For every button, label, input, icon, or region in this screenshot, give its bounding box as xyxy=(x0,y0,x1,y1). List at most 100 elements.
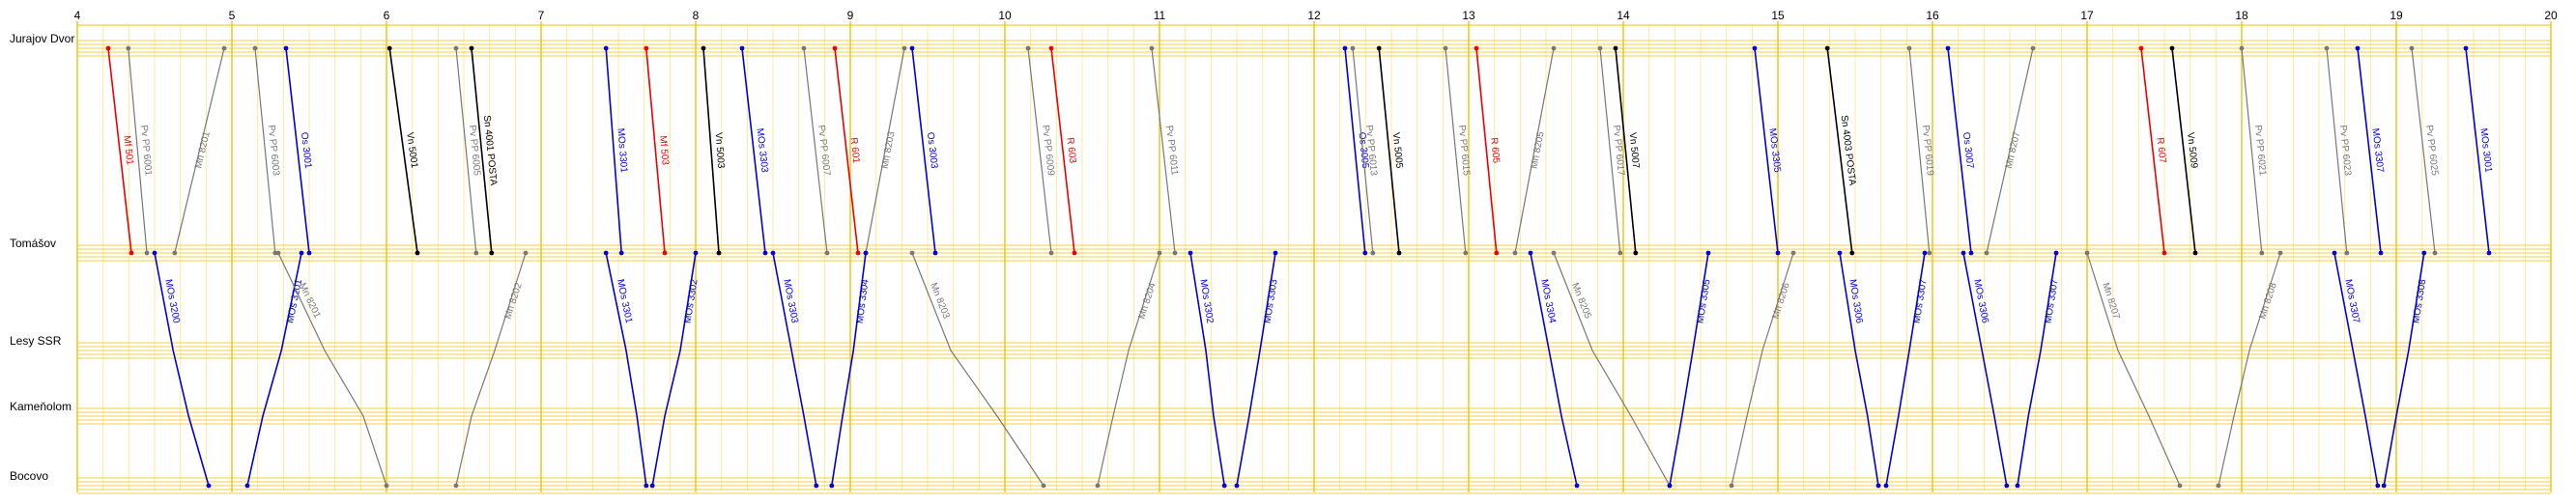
train-path xyxy=(1514,47,1555,254)
hour-tick-label: 5 xyxy=(229,9,236,22)
train-start-point xyxy=(244,483,250,489)
train-end-point xyxy=(2161,250,2167,256)
train-label: Mn 8206 xyxy=(1770,281,1791,321)
train-label: Vn 5001 xyxy=(404,131,419,169)
train-start-point xyxy=(2216,483,2221,489)
hour-tick-label: 13 xyxy=(1462,9,1475,22)
train-path xyxy=(1151,47,1176,254)
train-path xyxy=(1908,47,1931,254)
hour-tick-label: 9 xyxy=(847,9,854,22)
train-path xyxy=(605,252,647,487)
train-label: MOs 3303 xyxy=(781,278,800,324)
train-label: MOs 3304 xyxy=(855,278,872,324)
train-start-point xyxy=(1342,45,1348,51)
hour-tick-label: 18 xyxy=(2235,9,2248,22)
train-end-point xyxy=(2375,483,2381,489)
train-end-point xyxy=(1849,250,1855,256)
train-path xyxy=(471,47,493,254)
train-end-point xyxy=(129,250,134,256)
train-path xyxy=(107,47,132,254)
hour-tick-label: 11 xyxy=(1154,9,1166,22)
train-path xyxy=(803,47,828,254)
train-label: Mn 8201 xyxy=(193,130,213,170)
train-path xyxy=(2326,47,2348,254)
train-start-point xyxy=(1945,45,1951,51)
train-end-point xyxy=(1370,250,1376,256)
train-label: Sn 4003 POSTA xyxy=(1839,115,1858,186)
train-label: Mf 501 xyxy=(121,135,134,166)
train-end-point xyxy=(1273,250,1278,256)
train-start-point xyxy=(2239,45,2245,51)
train-start-point xyxy=(909,45,915,51)
hour-tick-label: 16 xyxy=(1926,9,1939,22)
train-label: MOs 3303 xyxy=(1262,278,1279,324)
train-label: Os 3007 xyxy=(1961,131,1975,169)
train-path xyxy=(2140,47,2165,254)
hour-tick-label: 15 xyxy=(1771,9,1785,22)
train-end-point xyxy=(221,45,227,51)
train-path xyxy=(285,47,310,254)
train-end-point xyxy=(489,250,495,256)
train-path xyxy=(1553,252,1671,487)
train-end-point xyxy=(662,250,668,256)
train-end-point xyxy=(1775,250,1781,256)
train-path xyxy=(1962,252,2008,487)
train-label: Mn 8207 xyxy=(2100,282,2121,322)
train-path xyxy=(1236,252,1276,487)
train-path xyxy=(254,47,276,254)
train-path xyxy=(1097,252,1160,487)
train-label: Pv PP 6013 xyxy=(1363,125,1379,177)
train-start-point xyxy=(126,45,131,51)
train-start-point xyxy=(909,250,915,256)
train-start-point xyxy=(105,45,111,51)
train-start-point xyxy=(1025,45,1031,51)
train-end-point xyxy=(863,250,869,256)
train-path xyxy=(2086,252,2181,487)
train-path xyxy=(277,252,387,487)
hour-tick-label: 4 xyxy=(74,9,81,22)
train-label: R 601 xyxy=(848,137,862,164)
train-end-point xyxy=(1463,250,1469,256)
train-start-point xyxy=(801,45,807,51)
train-start-point xyxy=(1048,45,1054,51)
train-start-point xyxy=(649,483,655,489)
train-start-point xyxy=(1350,45,1356,51)
train-start-point xyxy=(1149,45,1155,51)
train-path xyxy=(455,252,527,487)
train-start-point xyxy=(386,45,392,51)
train-path xyxy=(1352,47,1374,254)
train-start-point xyxy=(2084,250,2090,256)
train-end-point xyxy=(1041,483,1046,489)
train-end-point xyxy=(824,250,830,256)
train-label: MOs 3301 xyxy=(615,278,634,324)
train-start-point xyxy=(1528,250,1533,256)
train-start-point xyxy=(152,250,157,256)
train-label: Pv PP 6019 xyxy=(1920,125,1935,177)
train-end-point xyxy=(1617,250,1623,256)
train-end-point xyxy=(2432,250,2438,256)
train-label: Pv PP 6005 xyxy=(467,125,482,177)
train-start-point xyxy=(283,45,289,51)
train-end-point xyxy=(2192,250,2198,256)
train-path xyxy=(834,47,859,254)
train-path xyxy=(831,252,867,487)
train-path xyxy=(651,252,697,487)
train-start-point xyxy=(603,250,609,256)
train-start-point xyxy=(701,45,706,51)
train-start-point xyxy=(2138,45,2144,51)
train-end-point xyxy=(299,250,304,256)
train-end-point xyxy=(932,250,938,256)
train-path xyxy=(741,47,766,254)
train-end-point xyxy=(1551,45,1557,51)
station-label: Jurajov Dvor xyxy=(10,32,74,45)
train-start-point xyxy=(2015,483,2020,489)
train-end-point xyxy=(902,45,907,51)
train-end-point xyxy=(306,250,312,256)
train-path xyxy=(1986,47,2034,254)
hour-tick-label: 17 xyxy=(2080,9,2094,22)
train-start-point xyxy=(1234,483,1240,489)
train-path xyxy=(1947,47,1972,254)
train-end-point xyxy=(206,483,212,489)
train-path xyxy=(605,47,622,254)
